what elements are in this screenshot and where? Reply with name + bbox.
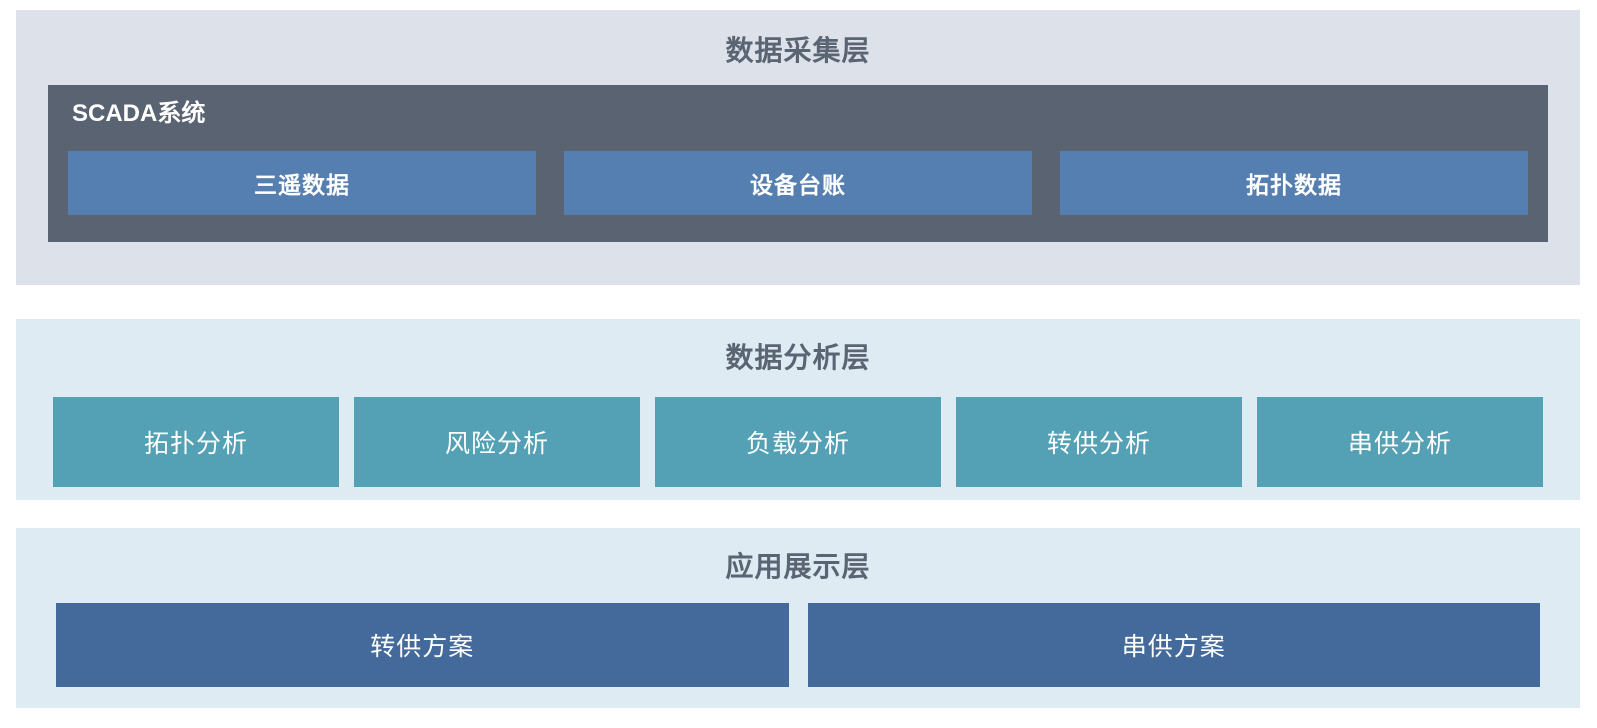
box-topology-analysis-label: 拓扑分析 <box>143 430 248 458</box>
layer-data-analysis: 数据分析层 拓扑分析 风险分析 负载分析 转供分析 串供分析 <box>16 319 1580 500</box>
box-risk-analysis-label: 风险分析 <box>444 430 549 458</box>
scada-item-row: 三遥数据 设备台账 拓扑数据 <box>68 151 1528 215</box>
box-device-ledger: 设备台账 <box>564 151 1032 215</box>
box-transfer-supply-plan-label: 转供方案 <box>370 633 475 661</box>
box-topology-data: 拓扑数据 <box>1060 151 1528 215</box>
box-load-analysis: 负载分析 <box>655 397 941 487</box>
layer-application-display: 应用展示层 转供方案 串供方案 <box>16 528 1580 708</box>
layer-title-application-display: 应用展示层 <box>725 551 871 582</box>
box-telemetry-data-label: 三遥数据 <box>254 172 350 198</box>
scada-panel: SCADA系统 三遥数据 设备台账 拓扑数据 <box>48 85 1548 242</box>
box-cascade-supply-plan-label: 串供方案 <box>1121 633 1226 661</box>
scada-panel-label: SCADA系统 <box>72 100 206 127</box>
layer-title-data-analysis: 数据分析层 <box>725 342 871 373</box>
box-cascade-supply-analysis: 串供分析 <box>1257 397 1543 487</box>
application-item-row: 转供方案 串供方案 <box>56 603 1540 687</box>
layer-data-collection: 数据采集层 SCADA系统 三遥数据 设备台账 拓扑数据 <box>16 10 1580 285</box>
box-load-analysis-label: 负载分析 <box>745 430 850 458</box>
box-transfer-supply-analysis: 转供分析 <box>956 397 1242 487</box>
box-topology-analysis: 拓扑分析 <box>53 397 339 487</box>
box-risk-analysis: 风险分析 <box>354 397 640 487</box>
box-telemetry-data: 三遥数据 <box>68 151 536 215</box>
box-device-ledger-label: 设备台账 <box>750 172 846 198</box>
layer-title-data-collection: 数据采集层 <box>725 35 871 66</box>
box-cascade-supply-analysis-label: 串供分析 <box>1347 430 1452 458</box>
analysis-item-row: 拓扑分析 风险分析 负载分析 转供分析 串供分析 <box>53 397 1543 487</box>
box-topology-data-label: 拓扑数据 <box>1246 172 1342 198</box>
box-transfer-supply-plan: 转供方案 <box>56 603 789 687</box>
box-cascade-supply-plan: 串供方案 <box>807 603 1540 687</box>
box-transfer-supply-analysis-label: 转供分析 <box>1046 430 1151 458</box>
